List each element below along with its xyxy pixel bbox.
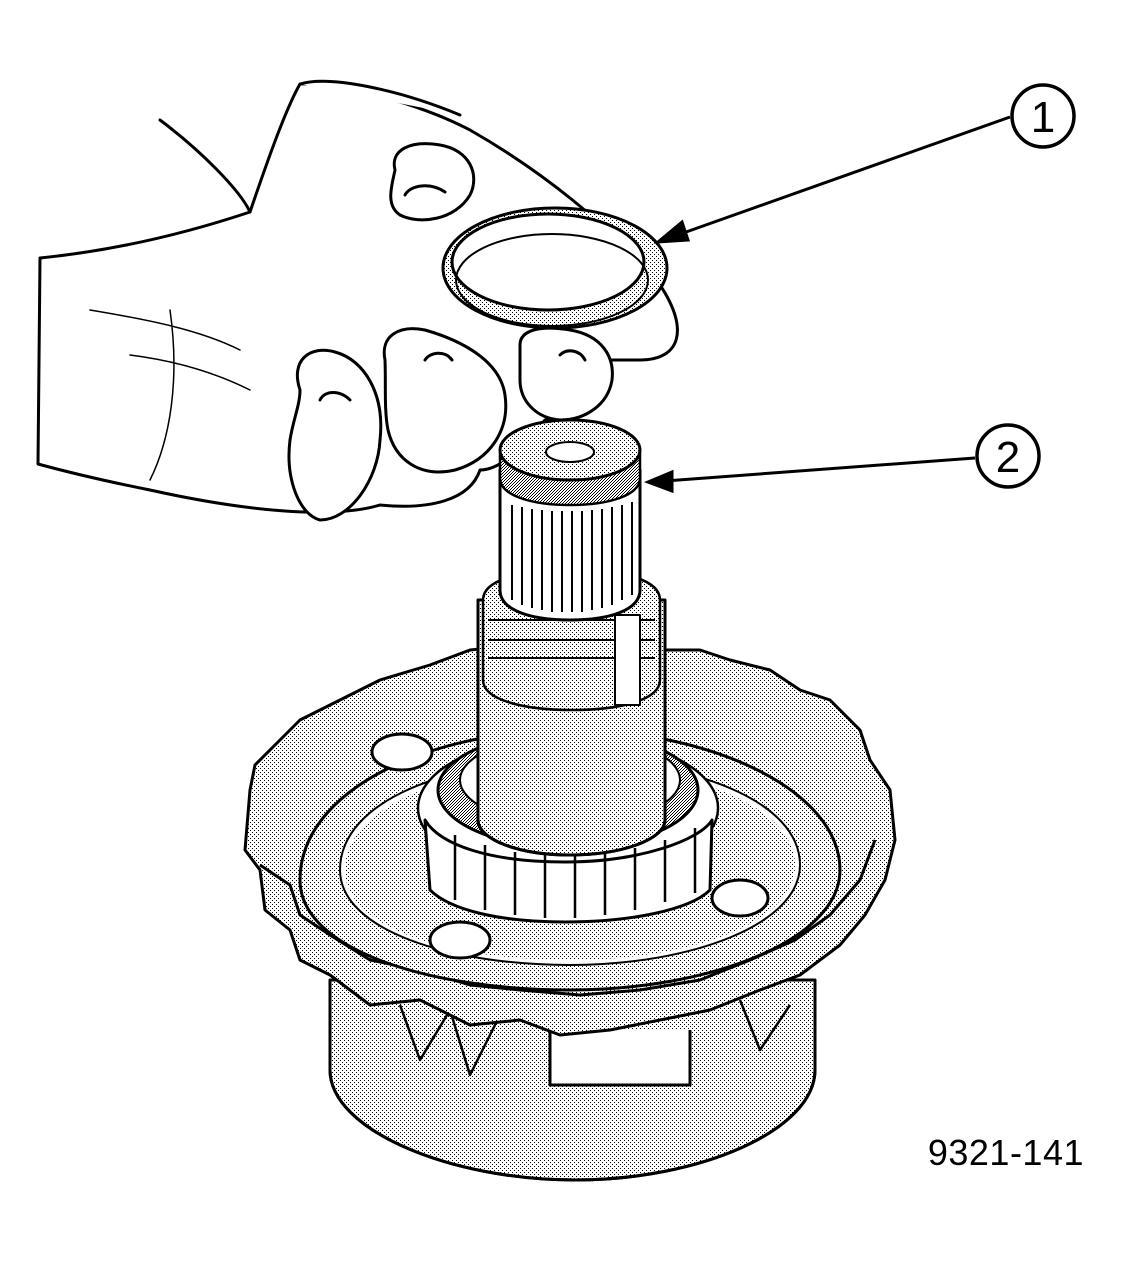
callout-1: 1 <box>1010 83 1076 149</box>
callout-1-number: 1 <box>1031 93 1055 142</box>
callout-1-circle <box>1010 83 1076 149</box>
ring-part-1 <box>441 206 669 330</box>
figure-id: 9321-141 <box>927 1132 1084 1173</box>
leader-lines <box>643 115 1011 494</box>
callout-2-number: 2 <box>996 433 1020 482</box>
output-shaft-assembly-2 <box>243 418 897 1182</box>
hand-drawing <box>36 79 679 522</box>
callout-2-circle <box>975 423 1041 489</box>
callout-2: 2 <box>975 423 1041 489</box>
